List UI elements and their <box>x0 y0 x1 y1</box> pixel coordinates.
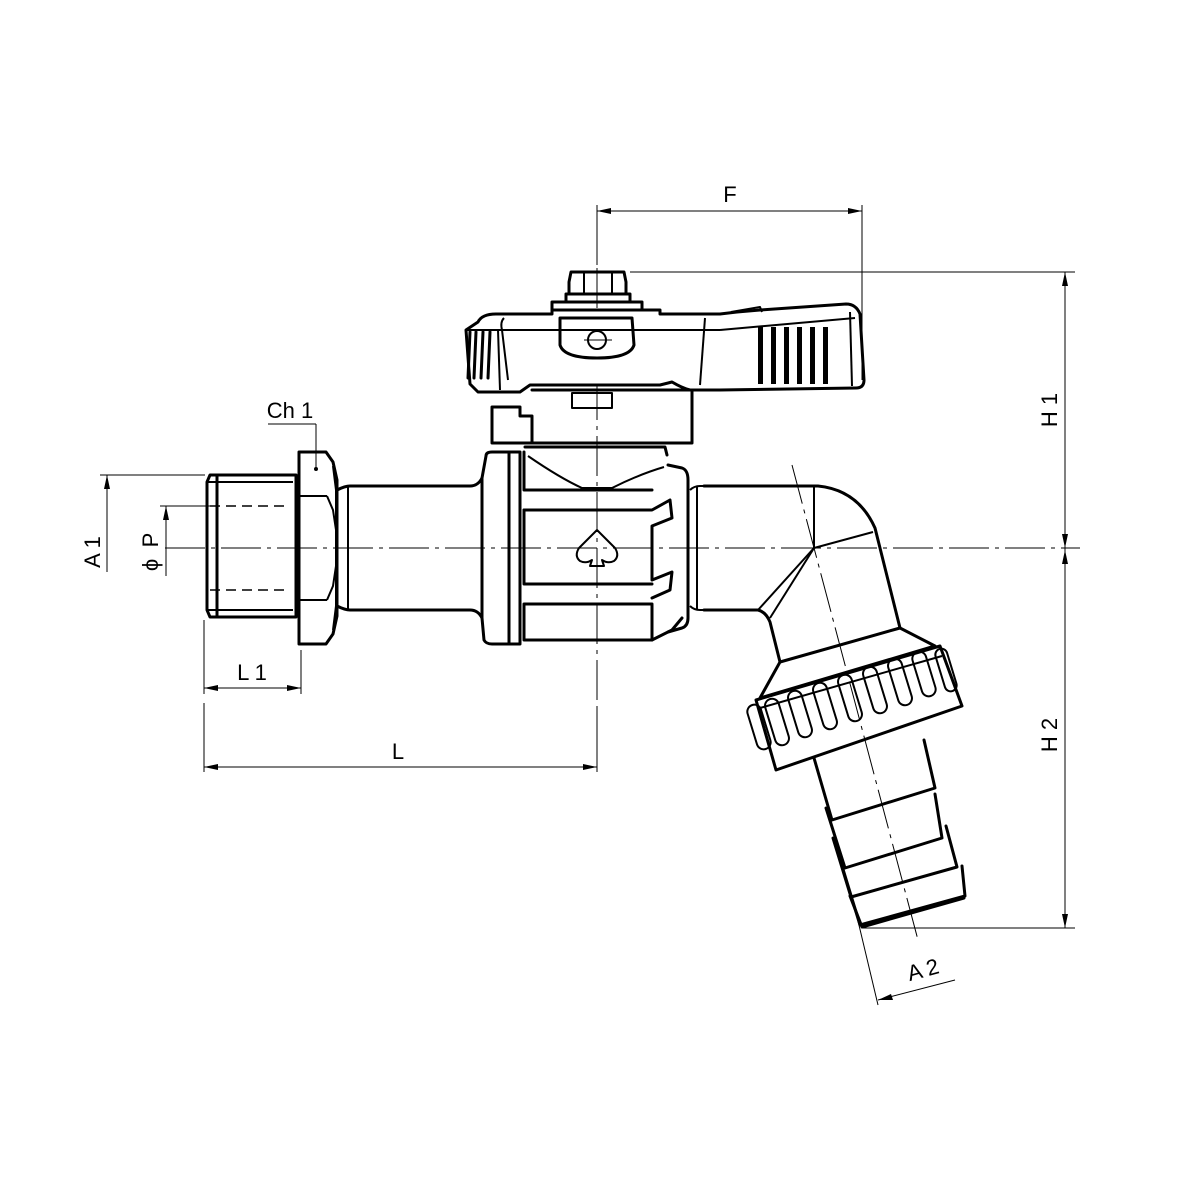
dim-label-Ch1: Ch 1 <box>267 398 313 423</box>
handle-right-grip-ribs <box>758 311 853 387</box>
valve-body <box>480 445 704 646</box>
nut-marker-dot <box>314 467 318 471</box>
leader-Ch1: Ch 1 <box>267 398 317 468</box>
dim-label-F: F <box>723 182 736 207</box>
dim-label-L1: L 1 <box>237 660 267 685</box>
diameter-symbol: ϕ <box>138 559 163 571</box>
dim-label-H1: H 1 <box>1037 393 1062 427</box>
pipe-neck <box>335 476 484 620</box>
dim-label-A2: A 2 <box>904 954 941 986</box>
dimension-L: L <box>203 703 598 772</box>
dimension-A1: A 1 <box>80 474 205 572</box>
knurl-ribs <box>746 647 958 751</box>
handle-left-grip-ribs <box>466 329 501 391</box>
elbow-spout <box>696 484 902 664</box>
dim-label-L: L <box>392 739 404 764</box>
handle-stem-window <box>558 316 636 360</box>
dim-label-H2: H 2 <box>1037 718 1062 752</box>
valve-brand-logo <box>575 529 619 567</box>
dimension-P: P ϕ <box>138 505 210 576</box>
valve-stem <box>490 388 694 448</box>
dimension-H1-H2: H 1 H 2 <box>630 271 1080 929</box>
dim-label-A1: A 1 <box>80 536 105 568</box>
hose-barb <box>812 738 967 929</box>
lever-handle[interactable] <box>464 270 866 394</box>
hex-nut <box>297 450 339 646</box>
inlet-thread <box>205 473 298 619</box>
dimension-F: F <box>596 182 863 380</box>
dim-label-P: P <box>138 533 163 548</box>
knurled-union-nut <box>746 626 964 772</box>
dimension-L1: L 1 <box>203 620 302 694</box>
